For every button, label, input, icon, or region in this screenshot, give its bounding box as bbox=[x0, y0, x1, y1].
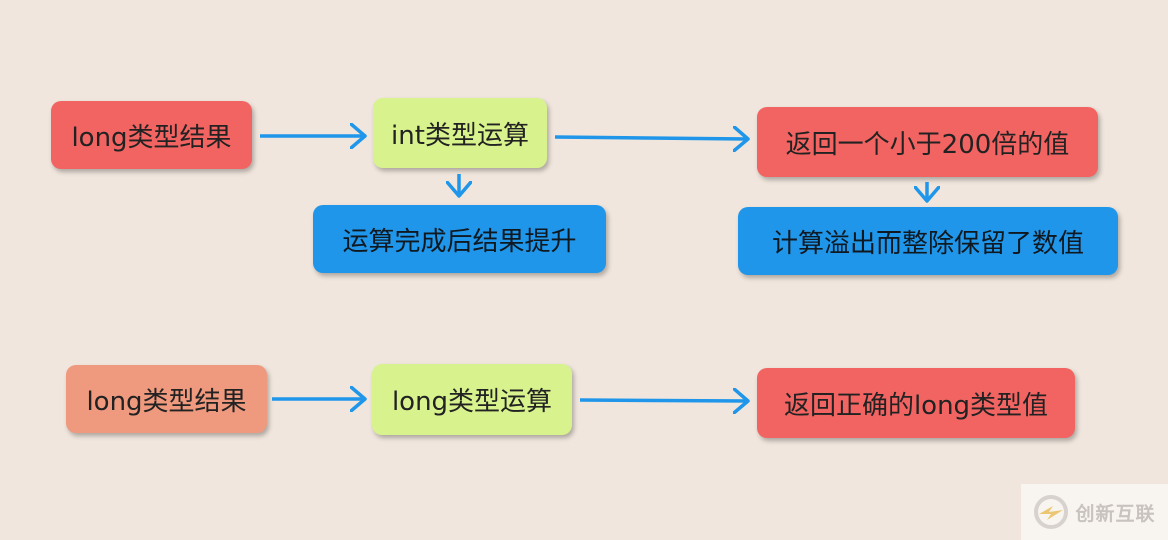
node-label: long类型结果 bbox=[86, 386, 247, 417]
node-label: 返回正确的long类型值 bbox=[783, 390, 1049, 421]
node-result-promotion: 运算完成后结果提升 bbox=[313, 205, 606, 273]
watermark-text: 创新互联 bbox=[1075, 502, 1156, 525]
node-label: int类型运算 bbox=[391, 120, 529, 151]
node-long-result-2: long类型结果 bbox=[66, 365, 267, 433]
node-overflow-truncation: 计算溢出而整除保留了数值 bbox=[738, 207, 1118, 275]
node-int-operation: int类型运算 bbox=[373, 98, 547, 168]
node-label: 返回一个小于200倍的值 bbox=[785, 129, 1070, 160]
node-label: long类型运算 bbox=[391, 387, 553, 417]
node-return-small-value: 返回一个小于200倍的值 bbox=[757, 107, 1098, 177]
node-long-result-1: long类型结果 bbox=[51, 101, 252, 169]
node-label: 计算溢出而整除保留了数值 bbox=[771, 228, 1084, 259]
logo-icon bbox=[1034, 495, 1069, 529]
node-label: 运算完成后结果提升 bbox=[342, 226, 577, 257]
node-return-correct-long: 返回正确的long类型值 bbox=[757, 368, 1075, 438]
node-long-operation: long类型运算 bbox=[372, 364, 572, 435]
watermark-logo: 创新互联 bbox=[1021, 484, 1168, 540]
node-label: long类型结果 bbox=[71, 122, 232, 153]
arrow-n2-to-n3 bbox=[554, 137, 748, 139]
arrow-n7-to-n8 bbox=[579, 400, 748, 401]
